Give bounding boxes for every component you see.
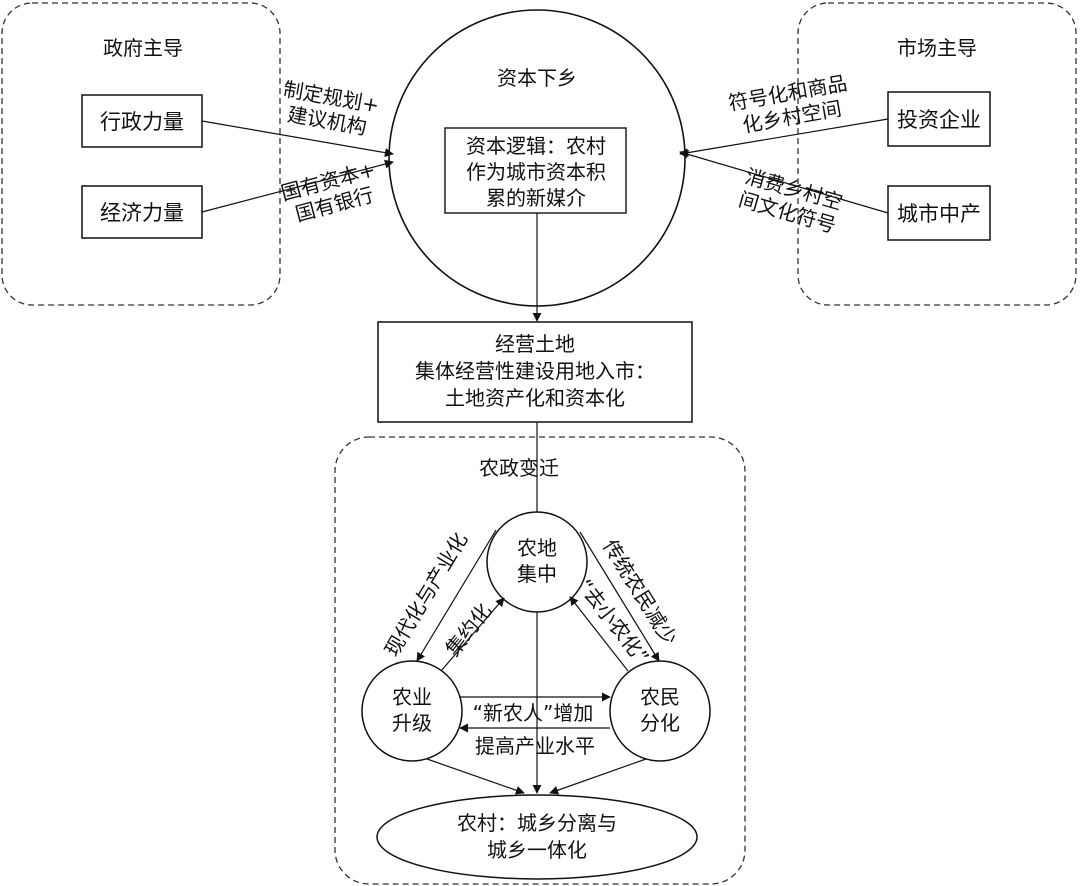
label-industry-level: 提高产业水平 xyxy=(475,734,595,758)
investor-label: 投资企业 xyxy=(897,108,981,132)
arrow-farmer-to-concentration xyxy=(569,596,629,672)
government-group-box xyxy=(1,2,281,306)
admin-power-box xyxy=(81,94,203,148)
arrow-admin-to-capital xyxy=(201,120,394,158)
farmer-diff-line1: 农民 xyxy=(640,685,680,709)
agri-upgrade-node xyxy=(361,660,463,762)
market-group-box xyxy=(797,2,1077,306)
land-line2: 集体经营性建设用地入市： xyxy=(415,359,655,383)
arrow-concentration-to-upgrade xyxy=(416,529,497,662)
market-group-title: 市场主导 xyxy=(897,36,977,60)
agri-upgrade-line1: 农业 xyxy=(392,685,432,709)
outcome-ellipse xyxy=(376,794,698,880)
land-line3: 土地资产化和资本化 xyxy=(445,386,625,410)
arrow-urban-to-capital xyxy=(679,149,889,214)
outcome-line1: 农村：城乡分离与 xyxy=(457,811,617,835)
land-concentration-line2: 集中 xyxy=(517,562,557,586)
agri-upgrade-line2: 升级 xyxy=(392,711,432,735)
admin-power-label: 行政力量 xyxy=(100,110,184,134)
capital-logic-box xyxy=(444,127,627,214)
investor-box xyxy=(887,91,991,147)
agri-change-group-box xyxy=(334,436,746,885)
arrow-upgrade-to-concentration xyxy=(440,597,505,672)
farmer-diff-line2: 分化 xyxy=(640,711,680,735)
arrow-economic-to-capital xyxy=(201,159,394,213)
capital-logic-line1: 资本逻辑：农村 xyxy=(466,134,606,158)
arrow-upgrade-to-outcome xyxy=(426,758,525,795)
government-group-title: 政府主导 xyxy=(103,36,183,60)
urban-middle-label: 城市中产 xyxy=(897,202,981,226)
land-box xyxy=(377,321,693,423)
capital-logic-line2: 作为城市资本积 xyxy=(466,160,606,184)
label-new-farmers: “新农人”增加 xyxy=(473,701,594,725)
urban-middle-box xyxy=(887,185,991,241)
land-line1: 经营土地 xyxy=(495,332,575,356)
capital-logic-line3: 累的新媒介 xyxy=(486,186,586,210)
capital-title: 资本下乡 xyxy=(497,66,577,90)
arrow-concentration-to-farmer xyxy=(579,531,660,662)
arrow-farmer-to-outcome xyxy=(549,758,647,795)
farmer-diff-node xyxy=(609,660,711,762)
arrow-investor-to-capital xyxy=(679,118,889,158)
agri-change-group-title: 农政变迁 xyxy=(479,456,559,480)
outcome-line2: 城乡一体化 xyxy=(487,838,587,862)
economic-power-label: 经济力量 xyxy=(100,201,184,225)
land-concentration-line1: 农地 xyxy=(517,536,557,560)
